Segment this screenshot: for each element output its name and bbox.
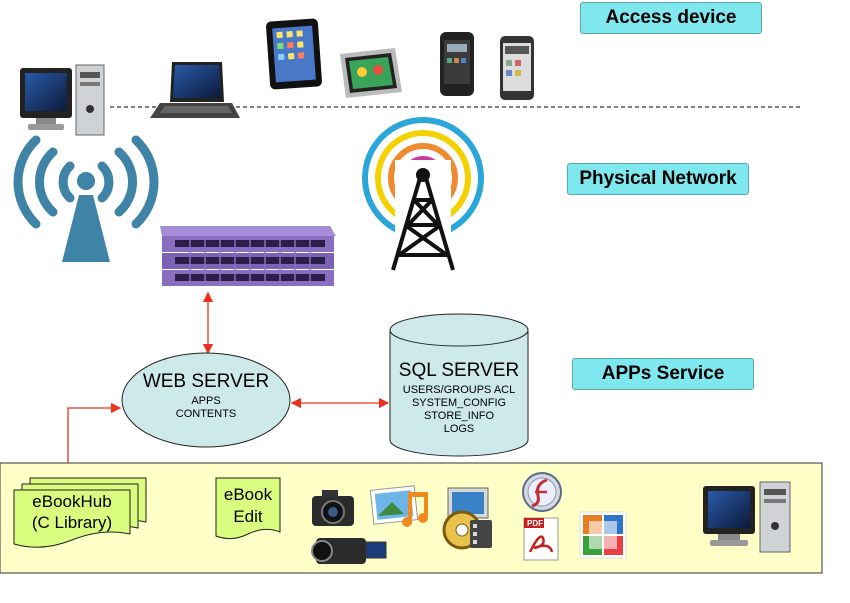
svg-text:PDF: PDF — [527, 519, 543, 528]
hub-web-arrow — [67, 402, 122, 478]
sql-server-node — [389, 313, 529, 457]
sql-server-line: SYSTEM_CONFIG — [412, 397, 506, 409]
radio-tower-icon — [362, 117, 484, 271]
web-server-line: APPS — [191, 395, 220, 407]
smartphone-icon — [500, 36, 534, 100]
desktop-computer-icon — [703, 481, 791, 553]
camera-icon — [312, 490, 354, 526]
video-camera-icon — [311, 538, 387, 564]
ebook-edit-document — [215, 477, 281, 540]
ebookhub-title: eBookHub — [32, 492, 111, 511]
wifi-antenna — [62, 172, 110, 262]
ebook-edit-subtitle: Edit — [233, 507, 263, 526]
web-server-title: WEB SERVER — [143, 371, 269, 392]
sql-server-title: SQL SERVER — [399, 360, 519, 381]
office-icon — [579, 511, 627, 559]
layer-label-physical-network: Physical Network — [567, 163, 749, 195]
wifi-icon — [13, 135, 159, 229]
network-switch-icon — [160, 226, 336, 286]
tablet-icon — [266, 18, 322, 90]
sql-server-line: LOGS — [444, 423, 475, 435]
layer-label-access-device: Access device — [580, 2, 762, 34]
ebookhub-subtitle: (C Library) — [32, 513, 112, 532]
ebookhub-document-stack — [13, 477, 147, 548]
sql-server-line: USERS/GROUPS ACL — [403, 384, 515, 396]
flash-icon — [522, 472, 562, 512]
smartphone-icon — [440, 32, 474, 96]
web-server-line: CONTENTS — [176, 408, 237, 420]
media-player-icon — [442, 487, 492, 550]
sql-server-line: STORE_INFO — [424, 410, 495, 422]
laptop-icon — [150, 62, 240, 118]
web-server-node — [121, 352, 291, 448]
pdf-icon: PDF — [523, 517, 559, 561]
desktop-computer-icon — [20, 64, 105, 136]
ebook-edit-title: eBook — [224, 485, 273, 504]
image-music-icon — [369, 485, 428, 527]
tablet-icon — [340, 48, 402, 98]
layer-label-apps-service: APPs Service — [572, 358, 754, 390]
